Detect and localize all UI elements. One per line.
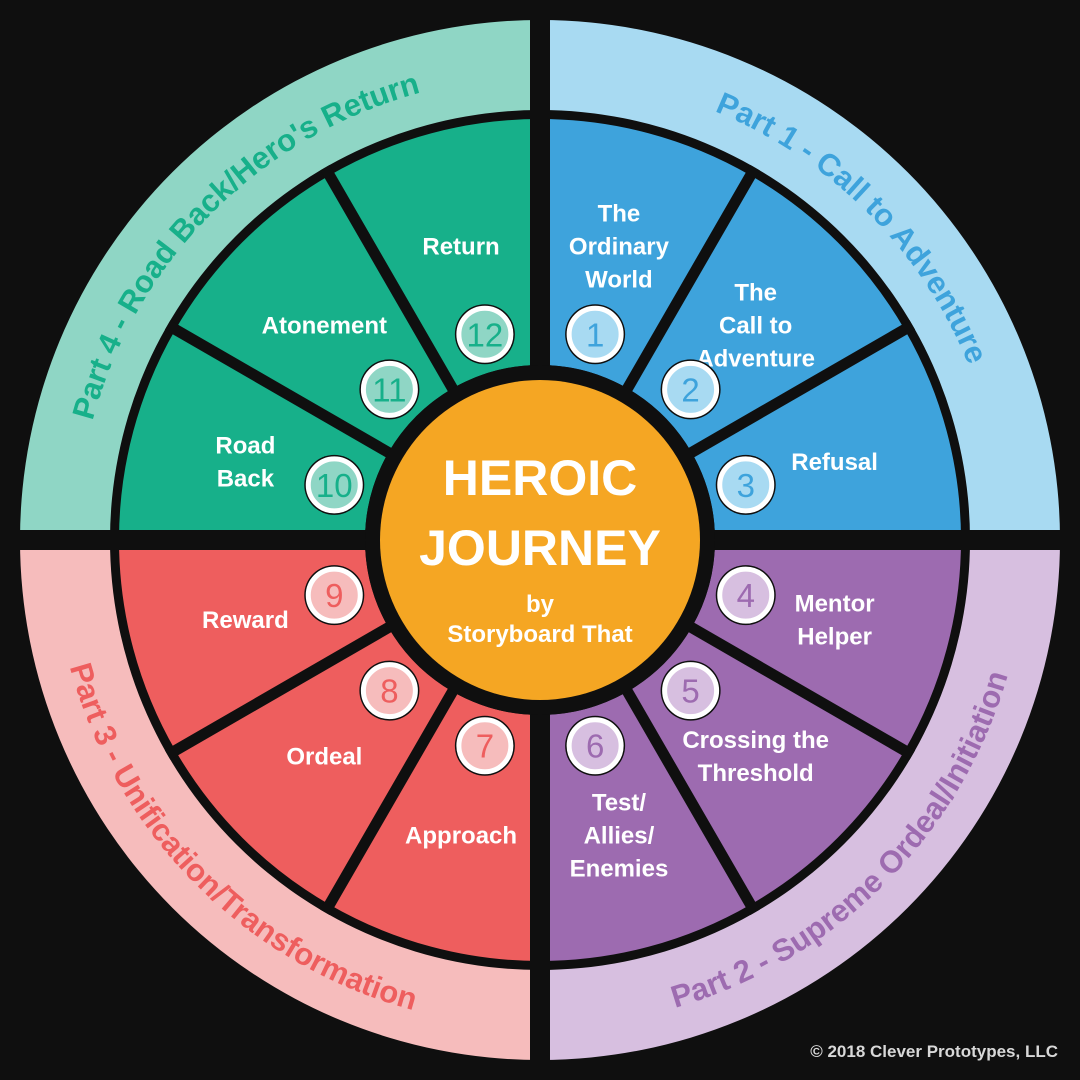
stage-label-line: Ordeal [286,744,362,771]
stage-number-9: 9 [325,577,343,614]
center-hub: HEROIC JOURNEY by Storyboard That [380,380,700,700]
stage-badge-6 [566,717,624,775]
stage-divider [684,620,916,760]
stage-label-line: The [598,200,641,227]
stage-divider [320,684,460,916]
center-circle [380,380,700,700]
stage-label-line: Ordinary [569,233,670,260]
stage-label-line: Road [215,433,275,460]
part-band-1 [540,20,1060,540]
stage-number-10: 10 [316,467,353,504]
stage-number-3: 3 [737,467,755,504]
part-band-2 [540,540,1060,1060]
stage-divider [164,320,396,460]
stage-label-line: Refusal [791,449,878,476]
stage-number-2: 2 [681,371,699,408]
stage-number-7: 7 [476,728,494,765]
stage-divider [320,164,460,396]
stage-label-line: Adventure [696,345,815,372]
stage-label-line: Crossing the [682,727,829,754]
stage-badge-7 [456,717,514,775]
stage-badge-9 [305,566,363,624]
stage-number-11: 11 [372,371,406,408]
stage-label-line: Approach [405,823,517,850]
stage-number-1: 1 [586,316,604,353]
stage-label-line: Reward [202,607,289,634]
stage-badge-3 [717,456,775,514]
stage-label-line: Allies/ [584,823,655,850]
center-title-line1: HEROIC [443,450,637,506]
stage-label-line: Back [217,466,275,493]
stage-number-4: 4 [737,577,755,614]
stage-number-5: 5 [681,673,699,710]
stage-label-line: Test/ [592,790,647,817]
stage-badge-11 [360,360,418,418]
stage-label-12: Return [422,233,499,260]
stage-badge-12 [456,305,514,363]
stage-divider [620,164,760,396]
stage-badge-2 [662,360,720,418]
stage-label-line: Mentor [795,590,875,617]
stage-label-line: Atonement [262,312,387,339]
part-band-3 [20,540,540,1060]
stage-divider [684,320,916,460]
stage-number-6: 6 [586,728,604,765]
stage-number-8: 8 [380,673,398,710]
stage-label-line: World [585,266,653,293]
stage-badge-1 [566,305,624,363]
stage-divider [620,684,760,916]
outer-ring [20,20,1060,1060]
stage-number-12: 12 [467,316,504,353]
stage-label-6: Test/Allies/Enemies [570,790,669,883]
stage-label-line: The [734,279,777,306]
stage-label-11: Atonement [262,312,387,339]
part-band-4 [20,20,540,540]
stage-label-line: Enemies [570,856,669,883]
stage-badge-5 [662,662,720,720]
stage-divider [164,620,396,760]
stage-badge-8 [360,662,418,720]
stage-label-8: Ordeal [286,744,362,771]
stage-label-line: Call to [719,312,792,339]
stage-badge-4 [717,566,775,624]
stage-label-7: Approach [405,823,517,850]
stage-label-line: Threshold [698,760,814,787]
center-title-line2: JOURNEY [419,520,661,576]
stage-label-3: Refusal [791,449,878,476]
stage-label-line: Helper [797,623,872,650]
copyright-notice: © 2018 Clever Prototypes, LLC [810,1042,1058,1061]
stage-label-line: Return [422,233,499,260]
center-by: by [526,591,555,618]
center-brand: Storyboard That [447,621,632,648]
stage-label-9: Reward [202,607,289,634]
stage-badge-10 [305,456,363,514]
